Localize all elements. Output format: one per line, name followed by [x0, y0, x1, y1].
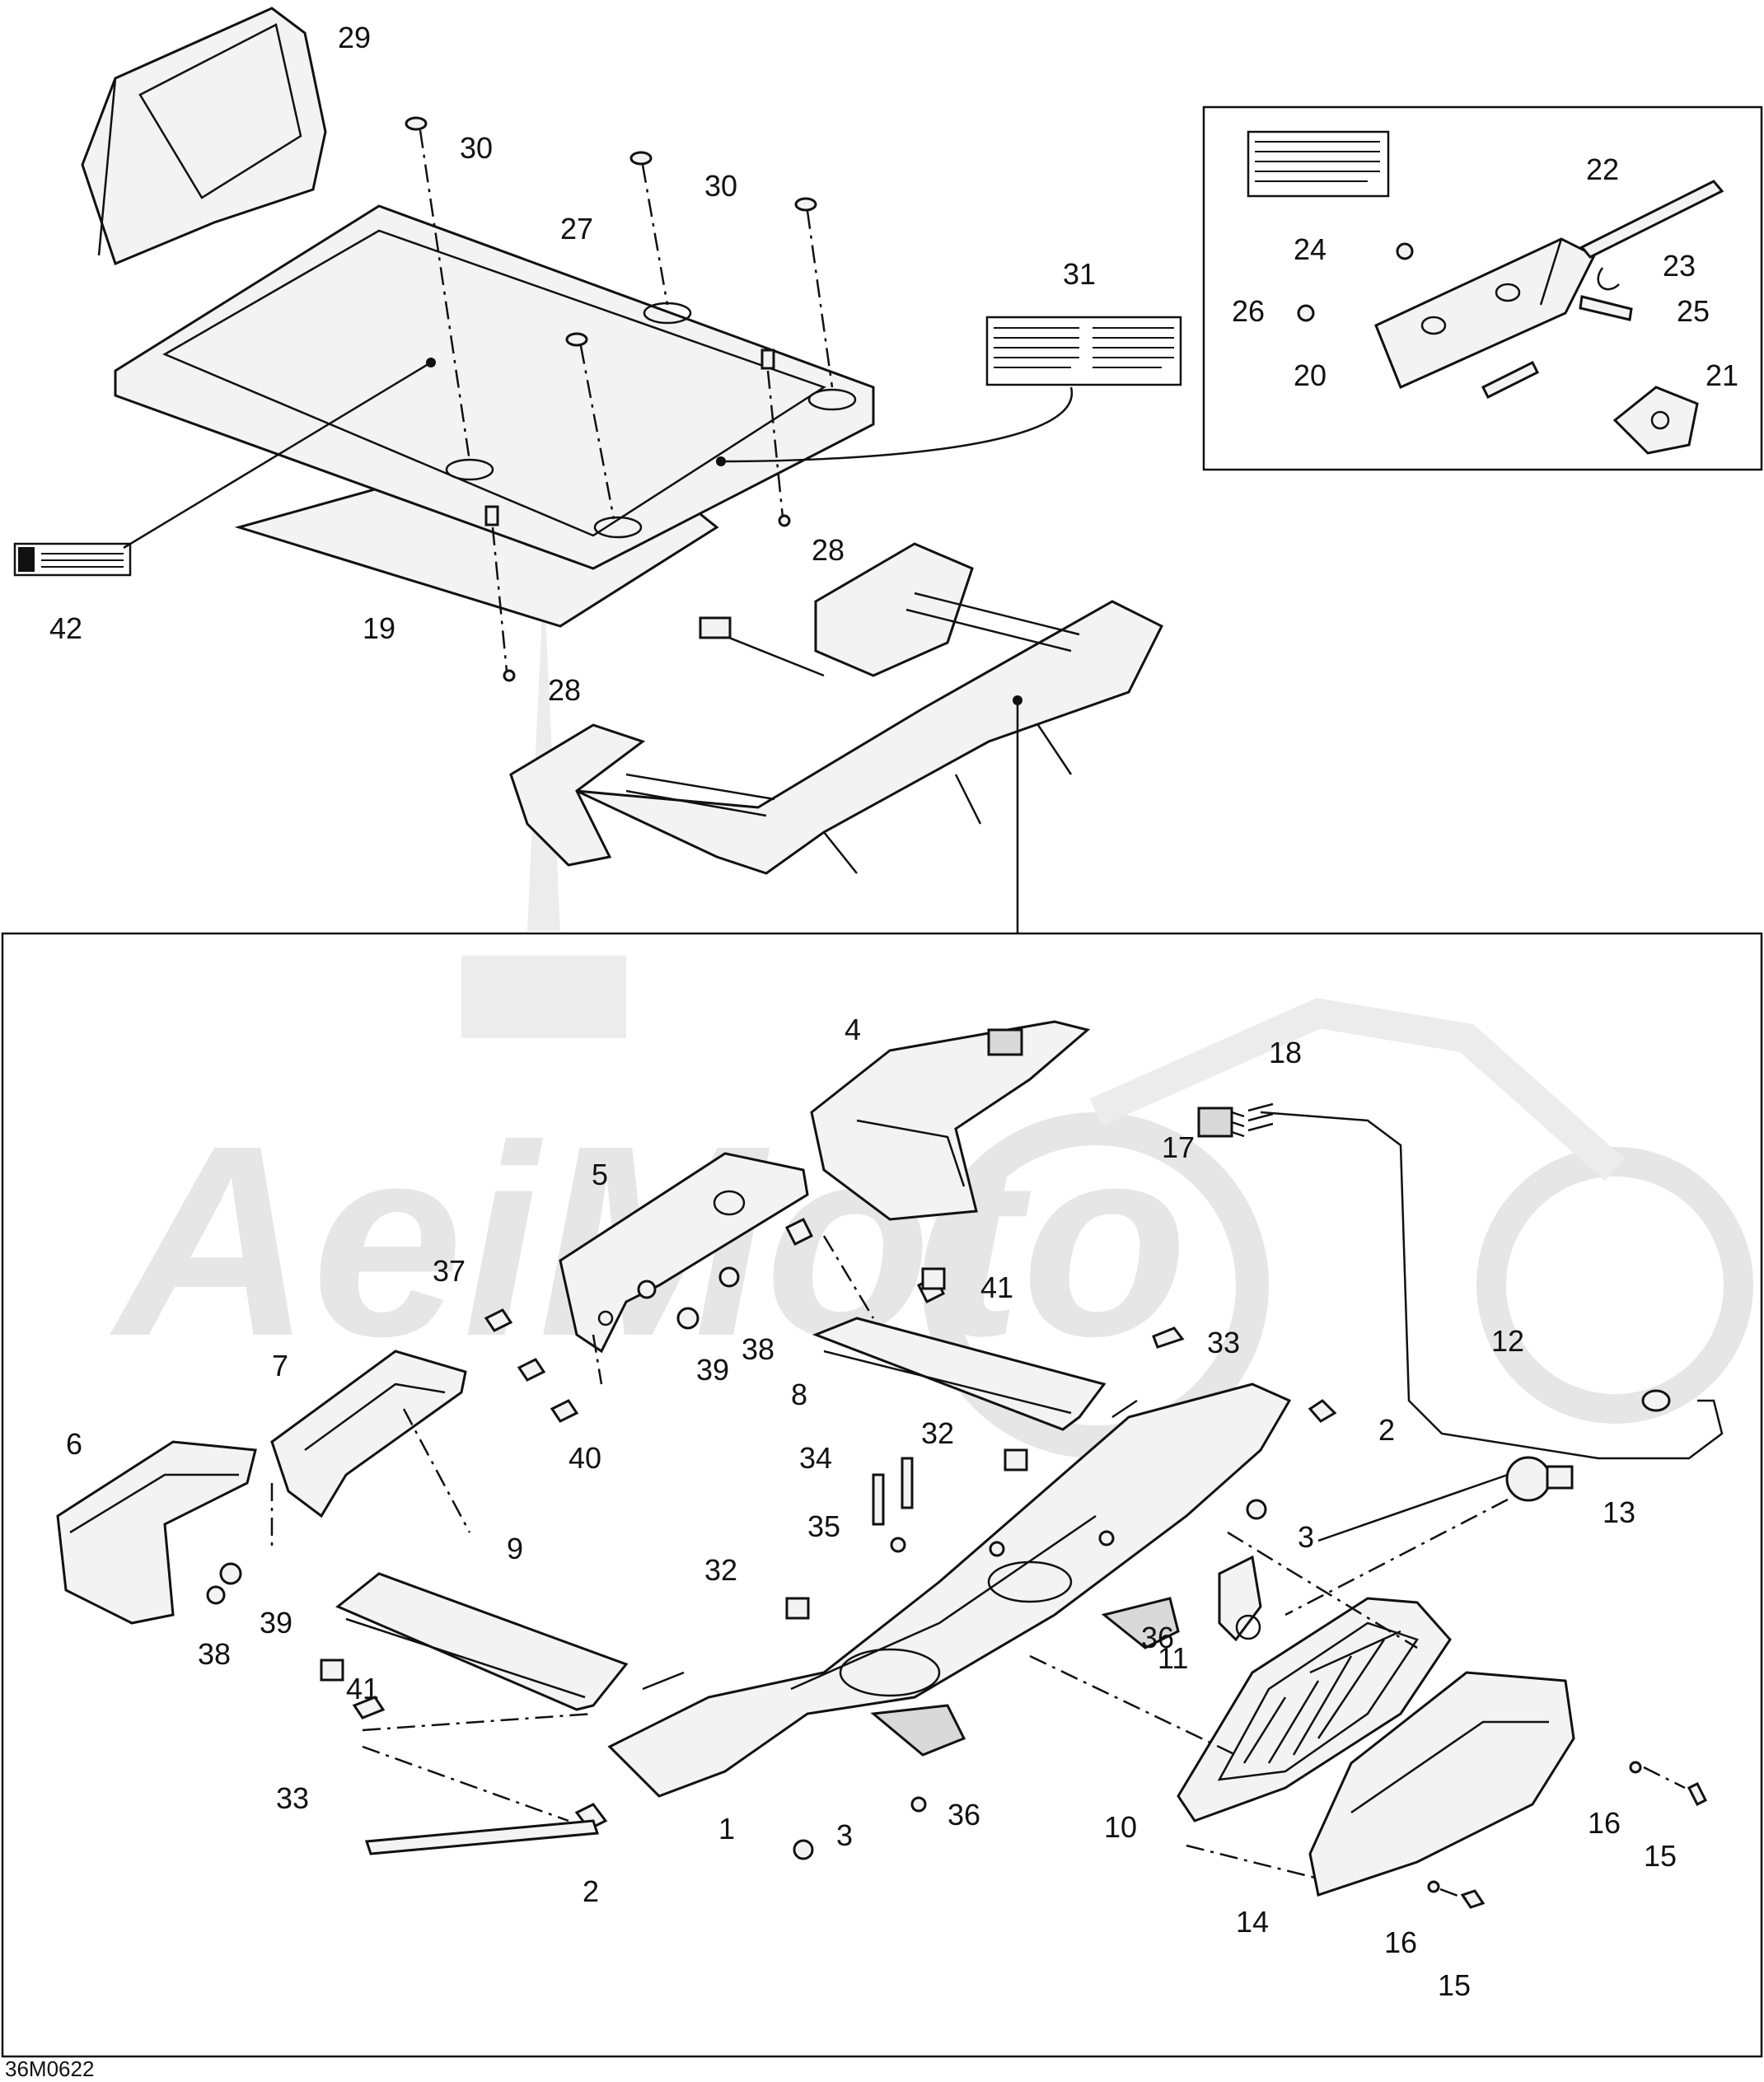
callout-17: 17	[1162, 1130, 1195, 1164]
callout-11: 11	[1158, 1641, 1188, 1675]
callout-28: 28	[548, 673, 581, 707]
callout-28: 28	[812, 533, 845, 567]
callout-35: 35	[807, 1509, 840, 1543]
exploded-view-box	[1, 932, 1763, 2058]
callout-41: 41	[980, 1270, 1013, 1304]
part-5-bracket	[559, 1152, 809, 1354]
callout-14: 14	[1236, 1905, 1269, 1939]
hardware-bottom	[206, 1217, 1708, 1909]
callout-18: 18	[1269, 1036, 1302, 1069]
part-42-label	[13, 542, 132, 577]
callout-36: 36	[948, 1798, 980, 1832]
part-8-rail	[812, 1317, 1107, 1431]
callout-25: 25	[1677, 294, 1710, 328]
callout-27: 27	[560, 212, 593, 246]
part-6-side-cover	[56, 1440, 257, 1625]
callout-13: 13	[1603, 1495, 1635, 1529]
callout-9: 9	[507, 1532, 523, 1565]
rack-assembly	[509, 542, 1164, 875]
callout-16: 16	[1384, 1925, 1417, 1959]
part-17-connector	[1197, 1107, 1245, 1138]
callout-24: 24	[1294, 232, 1327, 266]
callout-3: 3	[1298, 1520, 1314, 1554]
watermark: AeiMoto	[107, 577, 1753, 1458]
callout-32: 32	[921, 1416, 954, 1450]
callout-42: 42	[49, 611, 82, 645]
callout-22: 22	[1586, 152, 1619, 186]
part-7-bracket	[270, 1350, 467, 1518]
part-14-taillight-lens	[1308, 1671, 1575, 1897]
callout-30: 30	[704, 169, 737, 203]
callout-23: 23	[1663, 249, 1696, 283]
part-4-side-case	[810, 1020, 1091, 1221]
callout-2: 2	[1378, 1413, 1395, 1447]
part-13-bulb	[1505, 1456, 1574, 1502]
callout-16: 16	[1588, 1806, 1621, 1840]
part-23-clip	[1597, 267, 1620, 291]
callout-4: 4	[845, 1013, 861, 1046]
callout-30: 30	[460, 131, 493, 165]
callout-39: 39	[696, 1353, 729, 1387]
part-24-label	[1247, 130, 1390, 198]
callout-20: 20	[1294, 358, 1327, 392]
callout-34: 34	[799, 1441, 832, 1475]
part-10-taillight-housing	[1177, 1597, 1452, 1822]
callout-37: 37	[433, 1254, 466, 1288]
part-11-mount	[1218, 1555, 1262, 1642]
part-22-pin	[1579, 180, 1724, 259]
callout-33: 33	[276, 1781, 309, 1815]
callout-10: 10	[1104, 1810, 1137, 1844]
part-31-label	[985, 316, 1182, 386]
callout-26: 26	[1232, 294, 1265, 328]
callout-8: 8	[791, 1378, 807, 1411]
callout-15: 15	[1438, 1968, 1471, 2002]
leader-lines	[123, 361, 1686, 1901]
accessory-kit-box	[1202, 105, 1763, 471]
callouts: 1 2 2 3 3 4 5 6 7 8 9 10 11 12 13 14 15 …	[49, 21, 1738, 2002]
part-20-bracket	[1374, 237, 1597, 390]
part-21-tab	[1612, 386, 1699, 455]
callout-12: 12	[1491, 1324, 1524, 1358]
callout-6: 6	[66, 1427, 82, 1461]
callout-29: 29	[338, 21, 371, 54]
callout-7: 7	[272, 1349, 288, 1383]
callout-21: 21	[1706, 358, 1738, 392]
part-27-tray	[114, 204, 875, 570]
callout-1: 1	[718, 1812, 735, 1846]
callout-39: 39	[260, 1606, 292, 1640]
callout-5: 5	[592, 1158, 608, 1191]
part-18-terminals	[1247, 1102, 1274, 1132]
part-12-harness	[1260, 1111, 1724, 1460]
part-9-rail	[335, 1572, 629, 1711]
callout-32: 32	[704, 1553, 737, 1587]
callout-38: 38	[742, 1332, 774, 1366]
callout-3: 3	[836, 1818, 853, 1852]
callout-38: 38	[198, 1637, 231, 1671]
callout-40: 40	[569, 1441, 601, 1475]
callout-33: 33	[1207, 1326, 1240, 1359]
part-1-rack-frame	[607, 1383, 1292, 1798]
fasteners-25-26	[1297, 242, 1633, 400]
callout-2: 2	[583, 1874, 599, 1908]
callout-19: 19	[363, 611, 395, 645]
callout-15: 15	[1644, 1839, 1677, 1873]
fasteners-30-28	[405, 116, 834, 682]
callout-36: 36	[1141, 1621, 1174, 1654]
callout-41: 41	[346, 1672, 379, 1705]
part-29-cover	[81, 7, 327, 266]
callout-31: 31	[1063, 257, 1096, 291]
drawing-code: 36M0622	[5, 2056, 94, 2081]
